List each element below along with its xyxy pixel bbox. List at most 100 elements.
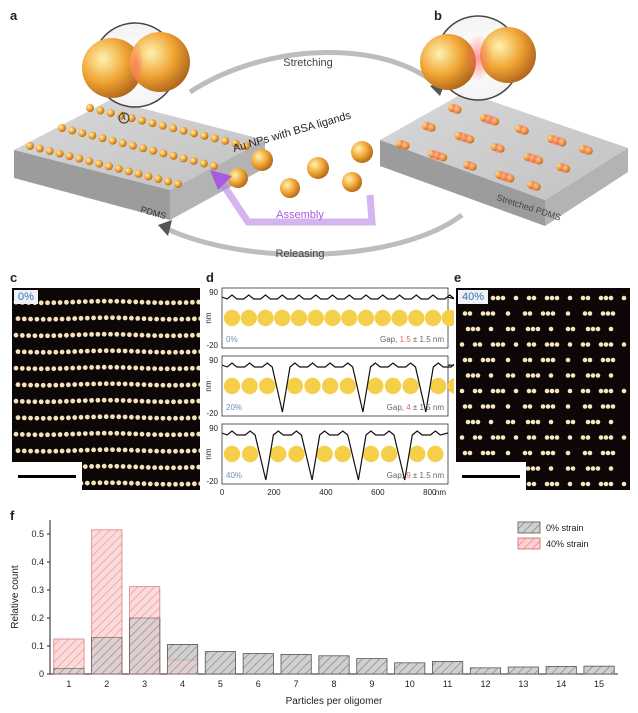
afm-particle [51,399,57,405]
afm-particle [549,342,555,347]
afm-particle [133,365,139,371]
np-left [221,136,230,145]
afm-particle [522,404,528,409]
afm-particle [101,331,107,337]
afm-particle [47,415,52,421]
afm-particle [38,399,44,405]
afm-particle [135,481,141,486]
afm-particle [531,435,537,440]
afm-particle [116,315,122,321]
afm-particle [565,311,571,316]
afm-particle [91,480,96,486]
afm-particle [608,295,614,301]
afm-particle [152,366,158,371]
y-top-tick: 90 [209,424,218,433]
afm-particle [147,316,153,322]
afm-particle [173,349,178,355]
afm-particle [598,435,604,440]
np-left [134,169,143,178]
afm-particle [139,299,145,305]
np-left [210,162,218,170]
afm-particle [122,381,128,387]
np-left [169,151,178,160]
afm-particle [40,415,46,421]
afm-particle [21,415,27,421]
afm-particle [13,365,19,371]
afm-particle [535,326,541,332]
height-trace [221,294,454,300]
np-right [532,182,541,191]
afm-particle [78,447,84,453]
afm-particle [110,447,115,453]
afm-particle [488,326,494,332]
scalebar-box-left [12,462,82,490]
afm-particle [610,357,616,363]
afm-particle [459,342,465,347]
afm-particle [495,295,501,301]
afm-particle [108,397,113,403]
afm-particle [66,415,71,421]
stretched-pdms-slab [380,92,628,200]
floating-au-nps [228,141,373,198]
afm-particle [95,331,101,337]
afm-particle [495,435,501,440]
np-left [75,154,84,163]
profile-particle [391,309,408,327]
afm-particle [76,431,82,437]
afm-particle [34,316,40,322]
afm-particle [567,481,573,487]
releasing-arrow [163,213,464,258]
np-left [95,159,104,168]
afm-particle [544,342,550,347]
afm-particle [133,431,139,437]
afm-particle [103,381,109,387]
afm-particle [580,342,586,347]
bar-0pct-overlay [166,644,199,675]
stretching-label: Stretching [283,57,333,69]
y-bottom-tick: -20 [206,409,218,418]
releasing-arrowhead [158,220,172,236]
afm-particle [500,295,506,301]
profile-particle [288,445,305,463]
bar-0pct [242,653,274,675]
afm-particle [82,398,88,404]
afm-particle [21,448,27,454]
afm-particle [45,366,50,372]
afm-particle [192,382,197,388]
afm-particle [84,381,90,387]
afm-particle [621,295,627,301]
afm-particle [510,326,516,332]
afm-particle [467,357,473,363]
panel-letter-a: a [10,8,18,23]
afm-particle [59,316,65,322]
bar-0pct [469,667,502,675]
strain-label: 40% [226,471,242,480]
afm-particle [477,435,483,440]
x-tick-label: 5 [218,679,223,689]
afm-particle [133,332,139,338]
afm-left-particles [13,298,200,487]
afm-particle [472,388,478,394]
x-tick-label: 7 [294,679,299,689]
afm-particle [164,465,170,471]
afm-particle [19,398,25,404]
afm-particle [477,342,483,347]
np-glow [581,144,592,155]
afm-particle [120,431,126,436]
afm-particle [91,447,96,453]
afm-particle [531,295,537,301]
afm-particle [32,366,38,372]
afm-particle [127,431,132,437]
afm-particle [97,381,103,387]
afm-particle [133,398,139,404]
afm-particle [595,419,601,425]
afm-particle [108,430,113,436]
afm-particle [185,415,191,421]
afm-particle [462,404,468,409]
afm-particle [548,419,554,425]
profile-particle [321,377,339,395]
afm-particle [600,357,606,363]
afm-particle [595,326,601,332]
x-unit-label: nm [435,488,446,497]
afm-particle [59,349,65,355]
